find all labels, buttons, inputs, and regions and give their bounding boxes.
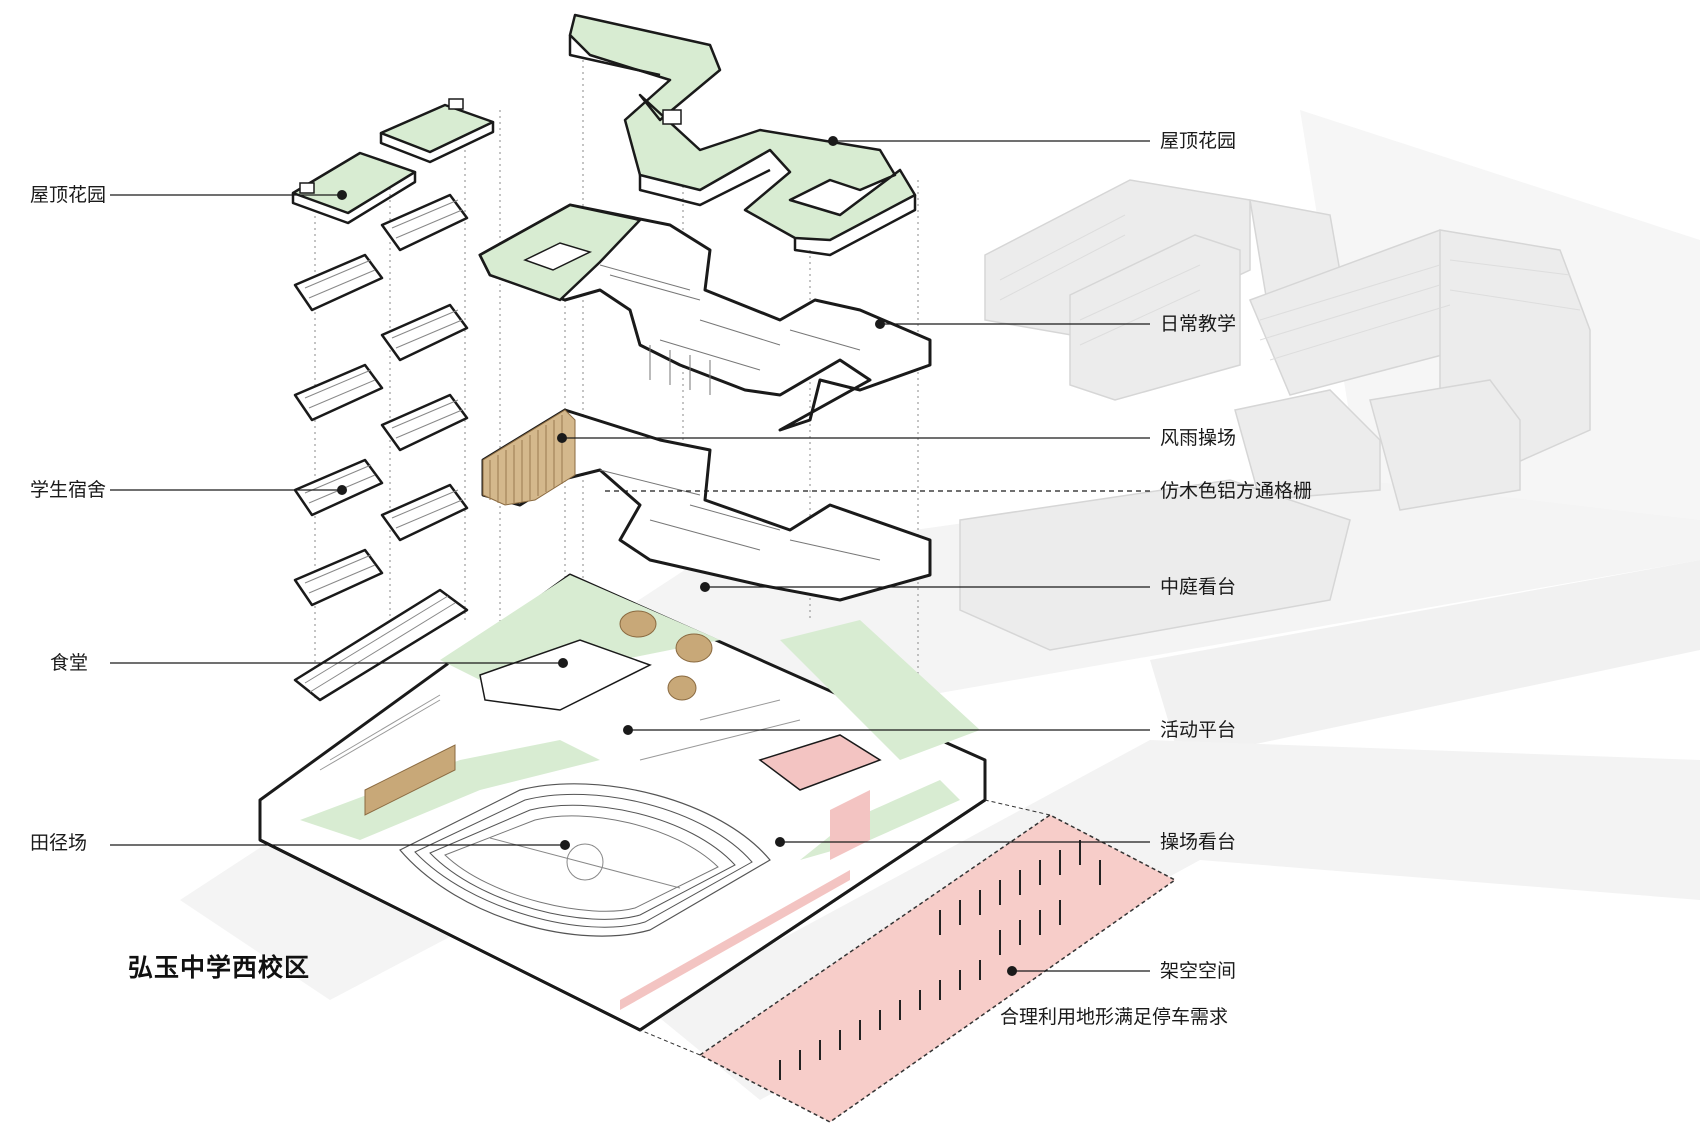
label-daily-teaching: 日常教学 bbox=[1160, 313, 1237, 335]
pink-court bbox=[758, 734, 882, 791]
roof-garden-small-boxes bbox=[299, 98, 682, 194]
label-activity-platform: 活动平台 bbox=[1160, 719, 1237, 741]
teaching-floor-green bbox=[478, 203, 643, 302]
ghost-building-lines bbox=[999, 214, 1581, 361]
leader-lines bbox=[110, 140, 1150, 972]
label-dormitory: 学生宿舍 bbox=[30, 479, 107, 501]
stilt-dashed-guides bbox=[639, 799, 1051, 1056]
label-roof-garden-right: 屋顶花园 bbox=[1160, 130, 1237, 152]
label-parking-note: 合理利用地形满足停车需求 bbox=[1000, 1006, 1229, 1028]
label-covered-playground: 风雨操场 bbox=[1160, 427, 1237, 449]
ghost-building-a bbox=[959, 179, 1591, 651]
stilt-columns bbox=[779, 840, 1101, 1080]
leader-dots bbox=[337, 136, 1017, 976]
wood-grille bbox=[482, 409, 576, 506]
label-roof-garden-left: 屋顶花园 bbox=[30, 184, 107, 206]
label-playground-stand: 操场看台 bbox=[1160, 831, 1237, 853]
campus-title: 弘玉中学西校区 bbox=[128, 953, 311, 982]
dormitory-grid bbox=[304, 199, 463, 693]
covered-playground-details bbox=[599, 469, 881, 561]
dormitory-blocks bbox=[293, 193, 469, 702]
campus-detail-lines bbox=[319, 694, 801, 771]
wood-pavilions bbox=[364, 610, 713, 816]
roof-garden-z bbox=[568, 13, 917, 257]
canteen-block bbox=[479, 639, 652, 711]
stilt-space bbox=[698, 814, 1177, 1123]
teaching-floor-details bbox=[599, 264, 861, 395]
label-track-field: 田径场 bbox=[30, 832, 88, 854]
label-stilt-space: 架空空间 bbox=[1160, 960, 1237, 982]
track-field bbox=[399, 783, 771, 937]
roof-garden-blocks-left bbox=[291, 103, 495, 225]
label-wood-grille: 仿木色铝方通格栅 bbox=[1160, 480, 1313, 502]
wood-grille-lines bbox=[489, 415, 563, 505]
label-canteen: 食堂 bbox=[50, 652, 89, 674]
label-courtyard-stand: 中庭看台 bbox=[1160, 576, 1237, 598]
